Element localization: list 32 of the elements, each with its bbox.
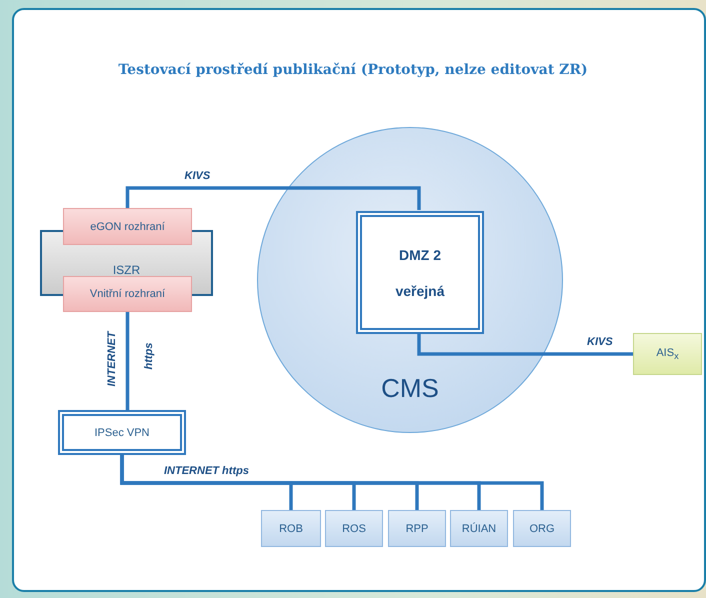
- node-text: AIS$_{x}$: [656, 346, 679, 362]
- node-text: IPSec VPN: [94, 426, 150, 438]
- system-box: [633, 333, 702, 375]
- node-text: eGON rozhraní: [90, 220, 165, 232]
- edge-label: KIVS: [184, 170, 212, 182]
- edge-label: INTERNET https: [163, 465, 250, 477]
- connector-line: [126, 186, 421, 210]
- node-text: ISZR: [112, 263, 140, 277]
- edge-label: KIVS: [586, 336, 614, 348]
- node-text: ROB: [279, 522, 303, 534]
- node-text: CMS: [381, 373, 439, 404]
- node-text: Vnitřní rozhraní: [90, 288, 166, 300]
- interface-box: [63, 208, 192, 245]
- zone-box: [356, 211, 484, 334]
- interface-box: [63, 276, 192, 312]
- node-text: DMZ 2: [399, 246, 441, 262]
- registry-box: [513, 510, 571, 547]
- connection-label: https: [143, 342, 155, 372]
- edge-label: INTERNET: [106, 330, 118, 388]
- node-text: RÚIAN: [462, 522, 496, 534]
- registry-box: [325, 510, 383, 547]
- zone-box: [58, 410, 186, 455]
- registry-box: [450, 510, 508, 547]
- connector-line: [126, 312, 130, 410]
- node-text: RPP: [406, 522, 428, 534]
- node-text: ROS: [342, 522, 366, 534]
- diagram-title: Testovací prostředí publikační (Prototyp, nelze editovat ZR): [117, 62, 589, 78]
- registry-box: [261, 510, 321, 547]
- connector-line: [417, 333, 633, 356]
- node-text: ORG: [529, 522, 555, 534]
- node-text: veřejná: [395, 282, 445, 298]
- registry-box: [388, 510, 446, 547]
